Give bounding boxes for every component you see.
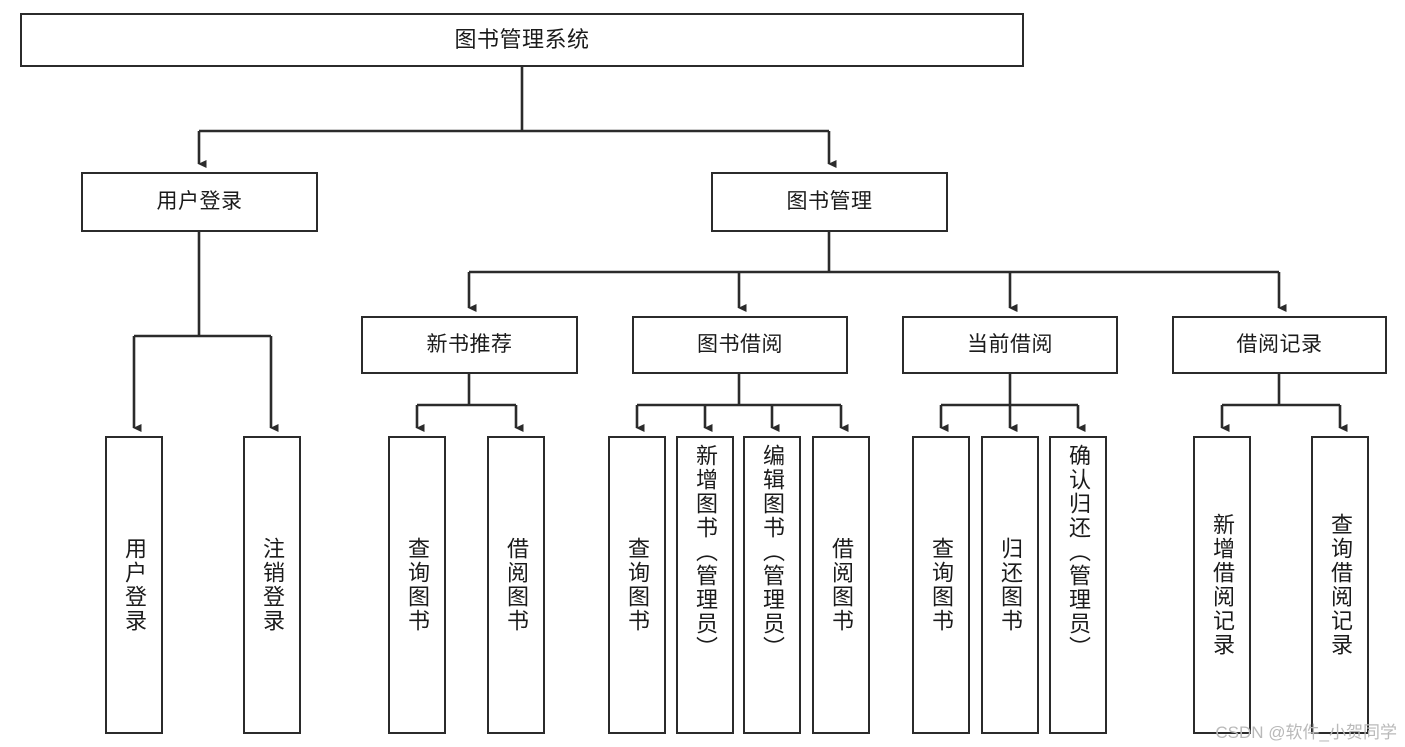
leaf-record-query-record[interactable]: 查询借阅记录 bbox=[1311, 436, 1369, 734]
node-label: 图书管理 bbox=[786, 189, 873, 213]
node-label: 借阅记录 bbox=[1236, 332, 1323, 356]
node-label: 用户登录 bbox=[156, 189, 243, 213]
node-current-borrow[interactable]: 当前借阅 bbox=[902, 316, 1118, 374]
node-book-management[interactable]: 图书管理 bbox=[711, 172, 948, 232]
node-new-book-recommend[interactable]: 新书推荐 bbox=[361, 316, 578, 374]
leaf-borrow-edit-book-admin[interactable]: 编辑图书（管理员） bbox=[743, 436, 801, 734]
node-label: 新书推荐 bbox=[426, 332, 513, 356]
node-label: 查询借阅记录 bbox=[1328, 513, 1353, 657]
node-label: 用户登录 bbox=[122, 537, 147, 633]
node-label: 查询图书 bbox=[625, 537, 650, 633]
node-label: 查询图书 bbox=[405, 537, 430, 633]
node-label: 图书管理系统 bbox=[454, 27, 590, 53]
node-user-login[interactable]: 用户登录 bbox=[81, 172, 318, 232]
node-root-system[interactable]: 图书管理系统 bbox=[20, 13, 1024, 67]
leaf-current-confirm-return-admin[interactable]: 确认归还（管理员） bbox=[1049, 436, 1107, 734]
leaf-recommend-query-book[interactable]: 查询图书 bbox=[388, 436, 446, 734]
leaf-current-query-book[interactable]: 查询图书 bbox=[912, 436, 970, 734]
node-label: 注销登录 bbox=[260, 537, 285, 633]
node-label: 当前借阅 bbox=[967, 332, 1053, 356]
leaf-user-login-signout[interactable]: 注销登录 bbox=[243, 436, 301, 734]
node-label: 新增借阅记录 bbox=[1210, 513, 1235, 657]
leaf-borrow-borrow-book[interactable]: 借阅图书 bbox=[812, 436, 870, 734]
node-label: 确认归还（管理员） bbox=[1066, 444, 1091, 660]
node-book-borrow[interactable]: 图书借阅 bbox=[632, 316, 848, 374]
node-label: 编辑图书（管理员） bbox=[760, 444, 785, 660]
leaf-recommend-borrow-book[interactable]: 借阅图书 bbox=[487, 436, 545, 734]
leaf-user-login-signin[interactable]: 用户登录 bbox=[105, 436, 163, 734]
leaf-record-add-record[interactable]: 新增借阅记录 bbox=[1193, 436, 1251, 734]
watermark-text: CSDN @软件_小贺同学 bbox=[1215, 723, 1397, 742]
node-label: 新增图书（管理员） bbox=[693, 444, 718, 660]
leaf-borrow-query-book[interactable]: 查询图书 bbox=[608, 436, 666, 734]
leaf-borrow-add-book-admin[interactable]: 新增图书（管理员） bbox=[676, 436, 734, 734]
leaf-current-return-book[interactable]: 归还图书 bbox=[981, 436, 1039, 734]
node-label: 借阅图书 bbox=[504, 537, 529, 633]
node-label: 图书借阅 bbox=[697, 332, 783, 356]
node-label: 借阅图书 bbox=[829, 537, 854, 633]
node-label: 归还图书 bbox=[998, 537, 1023, 633]
node-borrow-record[interactable]: 借阅记录 bbox=[1172, 316, 1387, 374]
node-label: 查询图书 bbox=[929, 537, 954, 633]
